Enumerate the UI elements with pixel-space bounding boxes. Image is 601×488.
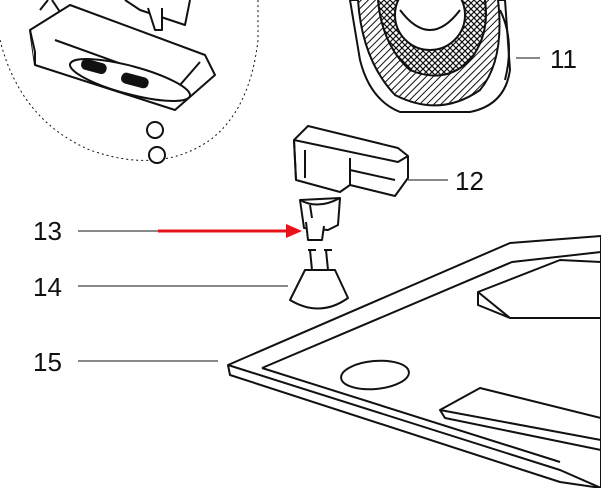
part-13-lamp-socket [299,197,341,241]
callout-13: 13 [33,216,62,246]
highlight-arrow [158,224,302,238]
callout-11: 11 [550,44,577,74]
part-14-halogen-bulb [289,249,349,310]
part-15-hood-panel [227,235,601,488]
lamp-holder-detail [29,0,216,164]
leader-lines [78,57,540,362]
part-11-filter-fan [349,0,511,113]
callout-labels: 11 12 13 14 15 [33,44,577,377]
detail-inset [0,0,259,164]
callout-15: 15 [33,347,62,377]
callout-12: 12 [455,166,484,196]
callout-14: 14 [33,272,62,302]
part-12-lamp-cover [293,125,409,197]
